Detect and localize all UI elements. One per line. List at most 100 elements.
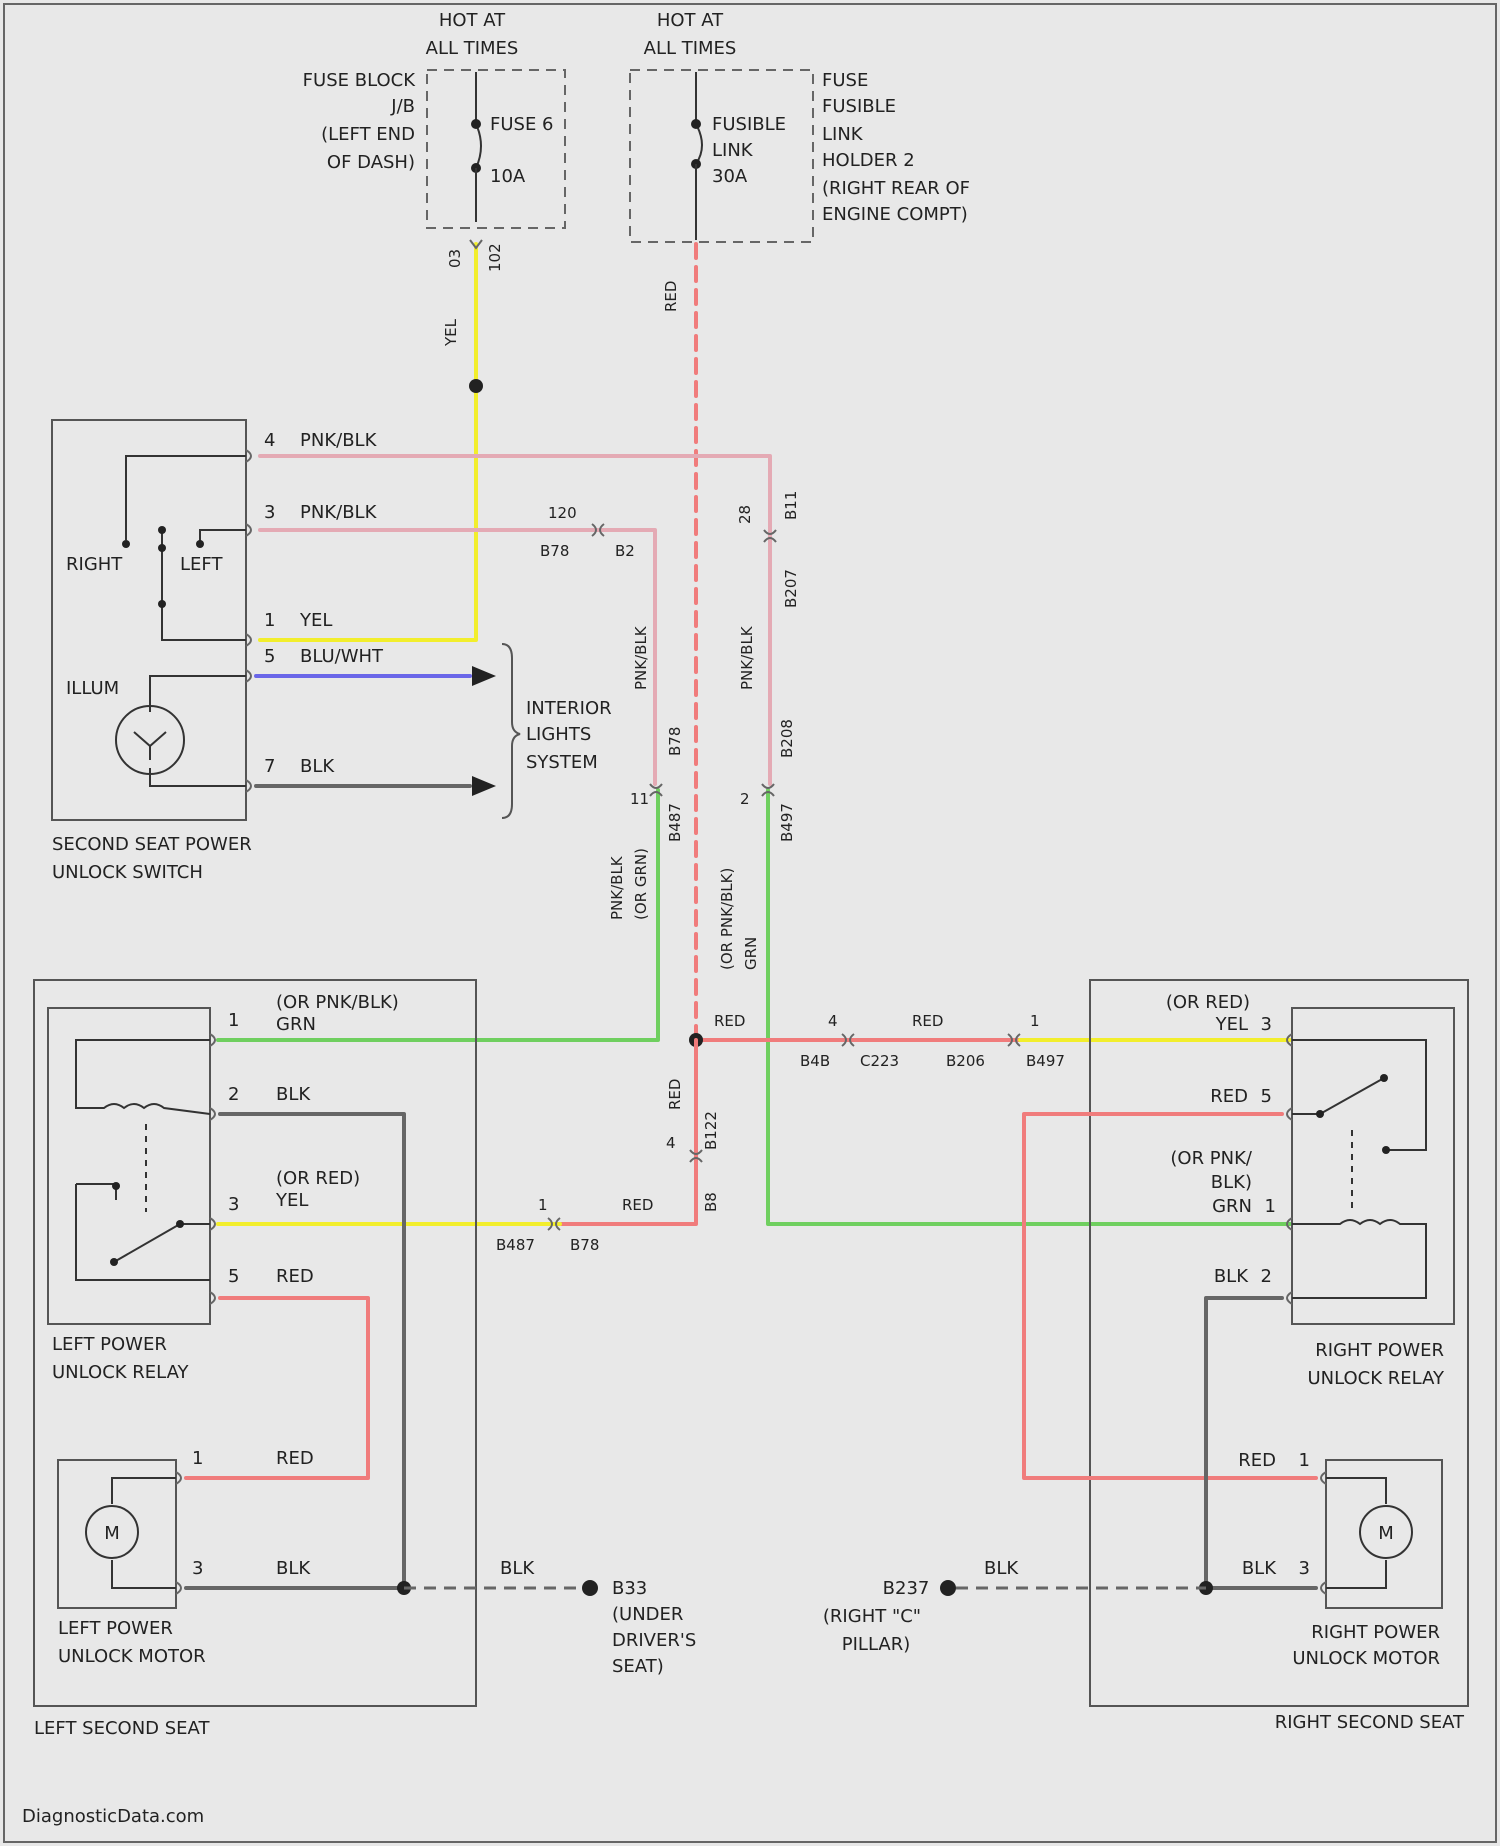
svg-text:RIGHT POWER: RIGHT POWER (1315, 1340, 1444, 1361)
switch-pin7-wire: BLK (300, 756, 335, 777)
lrelay-pin1-wire: (OR PNK/BLK) (276, 992, 399, 1013)
rrelay-pin3-num: 3 (1261, 1014, 1272, 1035)
ground-icon (582, 1580, 598, 1596)
conn-b11-label: B11 (782, 491, 800, 520)
svg-text:SEAT): SEAT) (612, 1656, 664, 1677)
pin-11-label: 11 (630, 790, 649, 808)
lrelay-pin3-wire2: YEL (275, 1190, 308, 1211)
conn-102-label: 102 (486, 243, 504, 272)
svg-text:LIGHTS: LIGHTS (526, 724, 591, 745)
svg-text:FUSE BLOCK: FUSE BLOCK (303, 70, 417, 91)
svg-text:UNLOCK MOTOR: UNLOCK MOTOR (58, 1646, 206, 1667)
fuse-name: FUSE 6 (490, 114, 554, 135)
relay-contact (110, 1258, 118, 1266)
switch-pin3-wire: PNK/BLK (300, 502, 378, 523)
svg-text:(OR PNK/BLK): (OR PNK/BLK) (718, 868, 736, 970)
lrelay-pin1-num: 1 (228, 1010, 239, 1031)
fusible-rating: 30A (712, 166, 748, 187)
conn-b497b-label: B497 (1026, 1052, 1065, 1070)
conn-1a-label: 1 (1030, 1012, 1040, 1030)
conn-b206-label: B206 (946, 1052, 985, 1070)
conn-b78c-label: B78 (570, 1236, 599, 1254)
rmotor-pin1-wire: RED (1238, 1450, 1276, 1471)
svg-text:UNLOCK RELAY: UNLOCK RELAY (1307, 1368, 1445, 1389)
fuse-rating: 10A (490, 166, 526, 187)
rrelay-pin2-num: 2 (1261, 1266, 1272, 1287)
switch-pin4-num: 4 (264, 430, 275, 451)
svg-text:(UNDER: (UNDER (612, 1604, 683, 1625)
right-motor-symbol: M (1378, 1523, 1394, 1544)
lrelay-pin5-wire: RED (276, 1266, 314, 1287)
relay-contact (1380, 1074, 1388, 1082)
conn-b78b-label: B78 (666, 727, 684, 756)
svg-text:SYSTEM: SYSTEM (526, 752, 598, 773)
fuse-node (471, 119, 481, 129)
switch-right-label: RIGHT (66, 554, 123, 575)
conn-03-label: 03 (446, 249, 464, 268)
relay-contact (1382, 1146, 1390, 1154)
svg-text:(RIGHT "C": (RIGHT "C" (823, 1606, 921, 1627)
switch-contact (158, 600, 166, 608)
svg-text:UNLOCK MOTOR: UNLOCK MOTOR (1292, 1648, 1440, 1669)
svg-text:ALL TIMES: ALL TIMES (426, 38, 519, 59)
rrelay-pin3-wire2: YEL (1215, 1014, 1248, 1035)
yel-splice (469, 379, 483, 393)
pin-4-label: 4 (666, 1134, 676, 1152)
switch-pin3-num: 3 (264, 502, 275, 523)
switch-pin1-num: 1 (264, 610, 275, 631)
rrelay-pin2-wire: BLK (1214, 1266, 1249, 1287)
switch-left-label: LEFT (180, 554, 223, 575)
svg-text:ENGINE COMPT): ENGINE COMPT) (822, 204, 968, 225)
svg-text:HOLDER 2: HOLDER 2 (822, 150, 915, 171)
relay-contact (112, 1182, 120, 1190)
svg-text:UNLOCK RELAY: UNLOCK RELAY (52, 1362, 190, 1383)
red-vert2-label: RED (666, 1079, 684, 1110)
rrelay-pin1-num: 1 (1265, 1196, 1276, 1217)
conn-4a-label: 4 (828, 1012, 838, 1030)
red-lower-label: RED (622, 1196, 653, 1214)
switch-illum-label: ILLUM (66, 678, 119, 699)
rmotor-pin3-num: 3 (1299, 1558, 1310, 1579)
switch-pin7-num: 7 (264, 756, 275, 777)
lmotor-pin3-wire: BLK (276, 1558, 311, 1579)
svg-text:FUSIBLE: FUSIBLE (822, 96, 896, 117)
switch-pin1-wire: YEL (299, 610, 332, 631)
right-ground-wire-label: BLK (984, 1558, 1019, 1579)
conn-b122-label: B122 (702, 1111, 720, 1150)
lrelay-pin1-wire2: GRN (276, 1014, 316, 1035)
rmotor-pin3-wire: BLK (1242, 1558, 1277, 1579)
conn-b497-label: B497 (778, 803, 796, 842)
relay-contact (1316, 1110, 1324, 1118)
svg-text:OF DASH): OF DASH) (327, 152, 415, 173)
ground-icon (940, 1580, 956, 1596)
switch-contact (158, 526, 166, 534)
lrelay-pin3-wire: (OR RED) (276, 1168, 360, 1189)
pnkblk-left-label: PNK/BLK (632, 625, 650, 690)
fusible-name-1: FUSIBLE (712, 114, 786, 135)
conn-c223-label: C223 (860, 1052, 899, 1070)
conn-b2-label: B2 (615, 542, 635, 560)
svg-text:PNK/BLK: PNK/BLK (608, 855, 626, 920)
switch-pin4-wire: PNK/BLK (300, 430, 378, 451)
rrelay-pin1-wire2: BLK) (1211, 1172, 1252, 1193)
rrelay-pin3-wire: (OR RED) (1166, 992, 1250, 1013)
svg-text:LEFT POWER: LEFT POWER (58, 1618, 173, 1639)
svg-text:(RIGHT REAR OF: (RIGHT REAR OF (822, 178, 970, 199)
svg-text:J/B: J/B (390, 96, 415, 117)
switch-pin5-wire: BLU/WHT (300, 646, 384, 667)
left-second-seat-label: LEFT SECOND SEAT (34, 1718, 210, 1739)
left-ground-wire-label: BLK (500, 1558, 535, 1579)
rrelay-pin1-wire3: GRN (1212, 1196, 1252, 1217)
svg-text:INTERIOR: INTERIOR (526, 698, 612, 719)
lrelay-pin3-num: 3 (228, 1194, 239, 1215)
lmotor-pin1-num: 1 (192, 1448, 203, 1469)
conn-b4b-label: B4B (800, 1052, 830, 1070)
lmotor-pin1-wire: RED (276, 1448, 314, 1469)
rrelay-pin5-wire: RED (1210, 1086, 1248, 1107)
conn-28-label: 28 (736, 505, 754, 524)
pnkblk-right-label: PNK/BLK (738, 625, 756, 690)
svg-text:UNLOCK SWITCH: UNLOCK SWITCH (52, 862, 203, 883)
svg-text:B237: B237 (883, 1578, 930, 1599)
conn-b78-label: B78 (540, 542, 569, 560)
